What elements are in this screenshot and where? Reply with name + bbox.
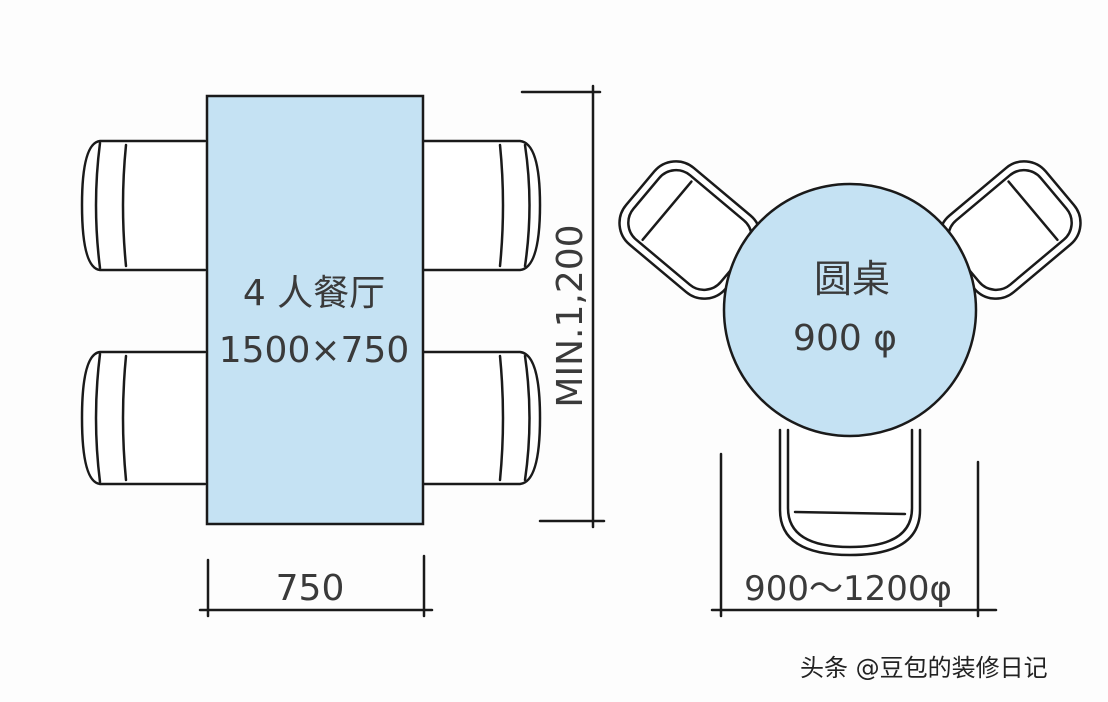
rect-dining-table — [205, 94, 425, 526]
round-table-size: 900 φ — [793, 318, 897, 359]
height-dimension-label: MIN.1,200 — [550, 224, 591, 407]
width-dimension-label: 750 — [276, 568, 345, 609]
chair-left-bottom — [80, 350, 207, 486]
chair-right-bottom — [421, 350, 542, 486]
chair-right-top — [421, 139, 542, 272]
round-dining-table — [722, 182, 978, 438]
chair-round-bottom — [778, 428, 922, 557]
round-table-label: 圆桌 — [814, 257, 890, 301]
round-clearance-dimension-line — [710, 452, 998, 618]
height-dimension-line — [520, 84, 606, 529]
watermark: 头条 @豆包的装修日记 — [800, 654, 1048, 682]
rect-table-size: 1500×750 — [219, 330, 410, 371]
rect-table-label: 4 人餐厅 — [243, 273, 385, 314]
chair-round-top-right — [938, 160, 1082, 300]
chair-round-top-left — [618, 160, 762, 300]
round-clearance-label: 900～1200φ — [744, 569, 952, 609]
chair-left-top — [80, 139, 207, 272]
width-dimension-line — [198, 554, 434, 618]
